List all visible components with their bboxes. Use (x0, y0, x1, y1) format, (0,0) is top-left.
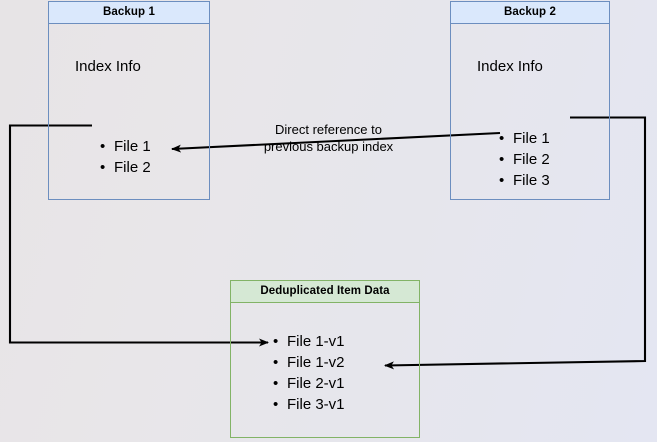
list-item: File 1 (100, 136, 151, 157)
list-item: File 1-v2 (273, 352, 345, 373)
backup2-header: Backup 2 (450, 1, 610, 24)
backup2-file-list: File 1 File 2 File 3 (499, 128, 550, 191)
backup1-box[interactable]: Backup 1 Index Info File 1 File 2 (48, 1, 210, 200)
backup1-header: Backup 1 (48, 1, 210, 24)
deduplicated-item-data-title: Deduplicated Item Data (260, 285, 390, 297)
backup1-file-list: File 1 File 2 (100, 136, 151, 178)
list-item: File 3-v1 (273, 394, 345, 415)
direct-reference-line-2: previous backup index (263, 139, 394, 154)
list-item: File 1 (499, 128, 550, 149)
dedup-file-list: File 1-v1 File 1-v2 File 2-v1 File 3-v1 (273, 331, 345, 415)
backup1-title: Backup 1 (103, 6, 155, 18)
backup1-body: Index Info File 1 File 2 (48, 24, 210, 200)
list-item: File 3 (499, 170, 550, 191)
backup2-index-info-label: Index Info (477, 58, 543, 75)
list-item: File 2-v1 (273, 373, 345, 394)
deduplicated-item-data-box[interactable]: Deduplicated Item Data File 1-v1 File 1-… (230, 280, 420, 438)
deduplicated-item-data-body: File 1-v1 File 1-v2 File 2-v1 File 3-v1 (230, 303, 420, 438)
direct-reference-line-1: Direct reference to (275, 122, 382, 137)
list-item: File 2 (499, 149, 550, 170)
list-item: File 1-v1 (273, 331, 345, 352)
backup2-box[interactable]: Backup 2 Index Info File 1 File 2 File 3 (450, 1, 610, 200)
direct-reference-annotation: Direct reference to previous backup inde… (246, 121, 411, 155)
backup1-index-info-label: Index Info (75, 58, 141, 75)
backup2-body: Index Info File 1 File 2 File 3 (450, 24, 610, 200)
deduplicated-item-data-header: Deduplicated Item Data (230, 280, 420, 303)
backup2-title: Backup 2 (504, 6, 556, 18)
list-item: File 2 (100, 157, 151, 178)
